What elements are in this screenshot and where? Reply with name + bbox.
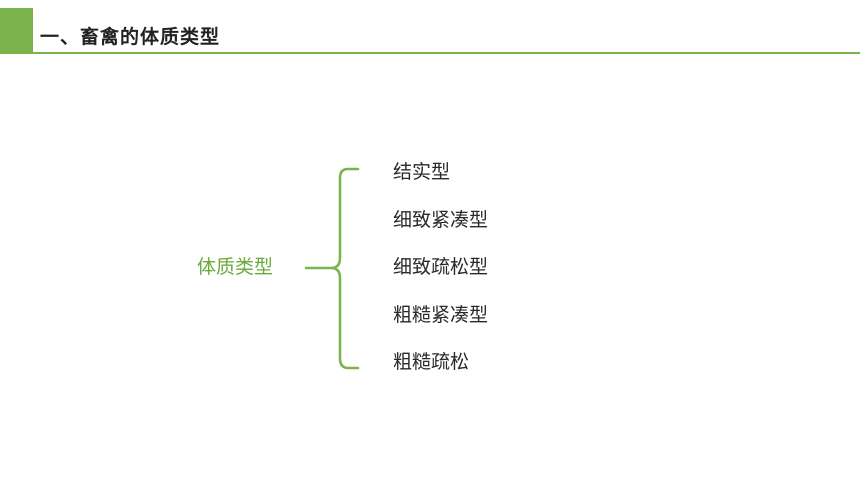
branch-list: 结实型 细致紧凑型 细致疏松型 粗糙紧凑型 粗糙疏松	[393, 158, 488, 396]
page-title: 一、畜禽的体质类型	[40, 26, 221, 48]
branch-item: 细致疏松型	[393, 256, 489, 278]
branch-item: 结实型	[393, 161, 451, 183]
brace-path	[304, 167, 360, 370]
branch-item: 细致紧凑型	[393, 208, 489, 231]
branch-item: 粗糙紧凑型	[393, 303, 489, 326]
root-category-label: 体质类型	[197, 256, 274, 278]
branch-item: 粗糙疏松	[393, 351, 470, 373]
title-accent-block	[0, 8, 33, 54]
title-underline	[33, 52, 860, 54]
